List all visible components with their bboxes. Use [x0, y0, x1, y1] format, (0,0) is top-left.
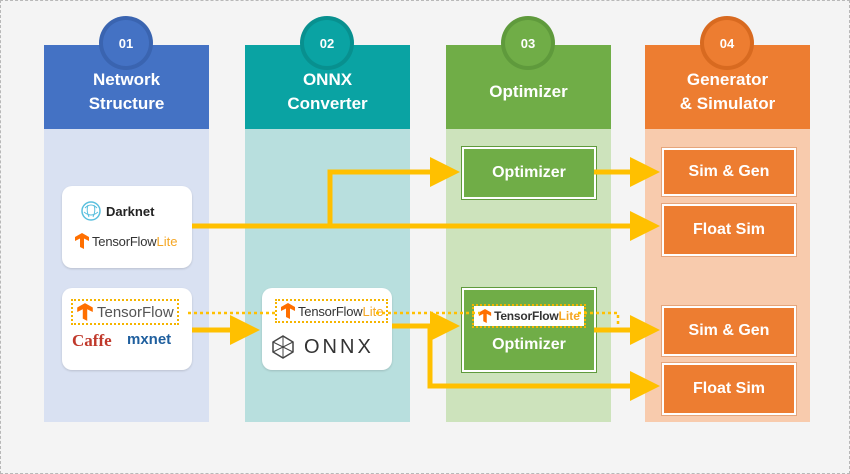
column-3-badge: 03 [505, 20, 551, 66]
column-4-number: 04 [719, 35, 735, 51]
tensorflow-icon [75, 233, 89, 249]
column-2-title: ONNX Converter [287, 70, 368, 113]
caffe-logo: Caffe [72, 331, 112, 351]
tensorflow-label: TensorFlow [97, 303, 174, 321]
optimizer-label: Optimizer [492, 164, 566, 181]
float-sim-label: Float Sim [692, 380, 765, 397]
darknet-icon [81, 201, 101, 221]
column-4-title: Generator & Simulator [679, 70, 776, 113]
column-1-title: Network Structure [88, 70, 165, 113]
tflite-name: TensorFlow [494, 309, 559, 323]
column-1-number: 01 [118, 35, 134, 51]
darknet-label: Darknet [106, 203, 155, 219]
optimizer-box-top: Optimizer [462, 147, 596, 199]
tflite-suffix: Lite [156, 233, 178, 249]
column-1-body [44, 127, 209, 422]
tflite-name: TensorFlow [92, 233, 157, 249]
optimizer-label: Optimizer [492, 336, 566, 353]
caffe-label: Caffe [72, 331, 112, 350]
sim-gen-label: Sim & Gen [688, 163, 770, 180]
onnx-logo: ONNX [270, 334, 374, 360]
column-4-badge: 04 [704, 20, 750, 66]
tflite-suffix: Lite [362, 303, 384, 319]
column-1-badge: 01 [103, 20, 149, 66]
tensorflow-logo: TensorFlow [71, 299, 179, 325]
sim-gen-box-2: Sim & Gen [662, 306, 796, 356]
darknet-logo: Darknet [80, 200, 154, 222]
column-2-number: 02 [319, 35, 335, 51]
tensorflow-icon [77, 303, 93, 321]
mxnet-logo: mxnet [127, 331, 171, 348]
column-3-title: Optimizer [489, 82, 568, 101]
mxnet-label: mxnet [127, 331, 172, 348]
tflite-name: TensorFlow [298, 303, 363, 319]
column-4-header: Generator & Simulator [645, 45, 810, 129]
tensorflow-icon [281, 303, 295, 319]
column-3-number: 03 [520, 35, 536, 51]
float-sim-box-2: Float Sim [662, 363, 796, 415]
column-2-badge: 02 [304, 20, 350, 66]
sim-gen-box-1: Sim & Gen [662, 148, 796, 196]
tensorflow-icon [478, 309, 492, 323]
framework-card-bottom [62, 288, 192, 370]
onnx-label: ONNX [304, 335, 374, 358]
column-2-header: ONNX Converter [245, 45, 410, 129]
onnx-icon [272, 335, 294, 359]
tflite-suffix: Lite [558, 309, 580, 323]
sim-gen-label: Sim & Gen [688, 322, 770, 339]
float-sim-label: Float Sim [692, 221, 765, 238]
onnx-card [262, 288, 392, 370]
float-sim-box-1: Float Sim [662, 204, 796, 256]
dotted-path [188, 311, 620, 326]
framework-card-top [62, 186, 192, 268]
arrow-icon [192, 157, 660, 401]
